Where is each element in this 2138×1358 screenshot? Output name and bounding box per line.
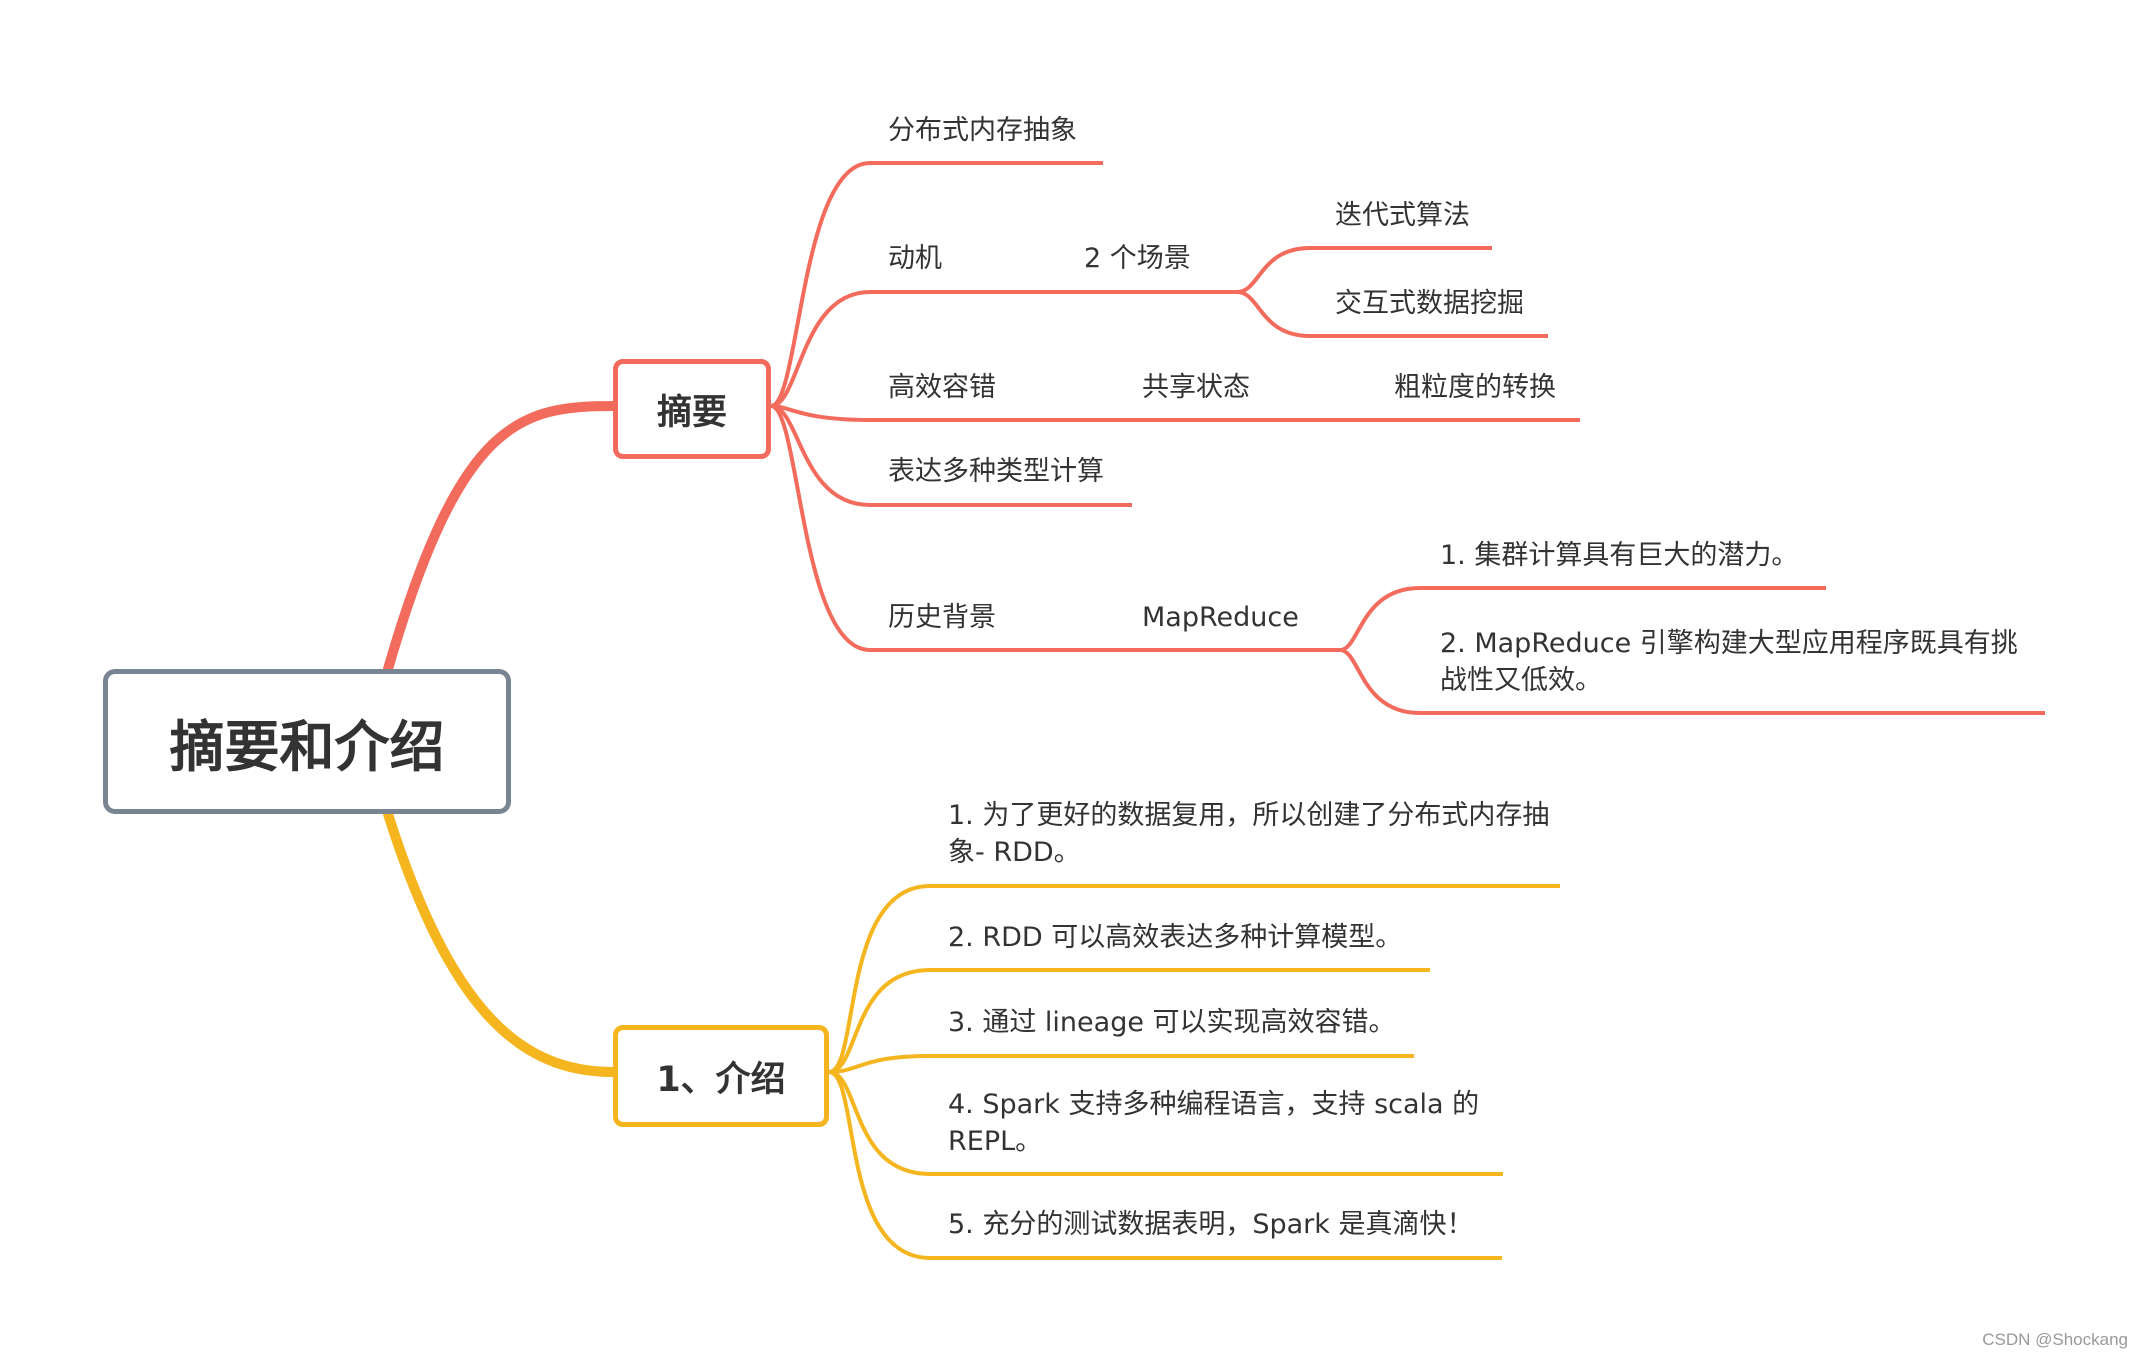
node-expressive[interactable]: 表达多种类型计算 bbox=[888, 456, 1104, 487]
node-interactive[interactable]: 交互式数据挖掘 bbox=[1335, 288, 1524, 319]
node-intro-point3[interactable]: 3. 通过 lineage 可以实现高效容错。 bbox=[948, 1007, 1396, 1038]
node-history[interactable]: 历史背景 bbox=[888, 602, 996, 633]
node-intro-point5[interactable]: 5. 充分的测试数据表明，Spark 是真滴快！ bbox=[948, 1209, 1474, 1240]
link-distributed bbox=[770, 161, 1103, 408]
node-intro-point2[interactable]: 2. RDD 可以高效表达多种计算模型。 bbox=[948, 922, 1403, 953]
link-root-abstract bbox=[383, 401, 618, 674]
node-fault-tolerance[interactable]: 高效容错 bbox=[888, 372, 996, 403]
link-p5 bbox=[828, 1070, 1502, 1260]
link-mr1 bbox=[1339, 586, 1826, 652]
branch-intro-label: 1、介绍 bbox=[656, 1059, 786, 1100]
node-motivation[interactable]: 动机 bbox=[888, 243, 942, 274]
node-scenarios[interactable]: 2 个场景 bbox=[1084, 243, 1191, 274]
node-shared-state[interactable]: 共享状态 bbox=[1142, 372, 1250, 403]
link-motivation bbox=[770, 290, 1237, 408]
node-coarse-grained[interactable]: 粗粒度的转换 bbox=[1394, 372, 1556, 403]
link-mr2 bbox=[1339, 648, 2045, 715]
link-p3 bbox=[828, 1054, 1414, 1074]
branch-abstract-label: 摘要 bbox=[656, 392, 727, 433]
branch-node-intro[interactable]: 1、介绍 bbox=[613, 1025, 829, 1127]
node-intro-point4[interactable]: 4. Spark 支持多种编程语言，支持 scala 的 REPL。 bbox=[948, 1089, 1480, 1157]
link-p2 bbox=[828, 968, 1430, 1074]
link-root-intro bbox=[383, 809, 618, 1077]
node-mapreduce[interactable]: MapReduce bbox=[1142, 602, 1299, 633]
branch-node-abstract[interactable]: 摘要 bbox=[613, 359, 771, 459]
root-label: 摘要和介绍 bbox=[169, 714, 445, 779]
watermark: CSDN @Shockang bbox=[1982, 1330, 2128, 1349]
node-intro-point1[interactable]: 1. 为了更好的数据复用，所以创建了分布式内存抽象- RDD。 bbox=[948, 800, 1550, 868]
node-mr-point1[interactable]: 1. 集群计算具有巨大的潜力。 bbox=[1440, 540, 1799, 571]
link-p1 bbox=[828, 884, 1560, 1074]
link-interactive bbox=[1236, 290, 1548, 338]
link-fault bbox=[770, 404, 1580, 422]
node-iterative[interactable]: 迭代式算法 bbox=[1335, 200, 1470, 231]
root-node[interactable]: 摘要和介绍 bbox=[103, 669, 511, 814]
link-history bbox=[770, 404, 1340, 652]
link-p4 bbox=[828, 1070, 1503, 1176]
node-distributed[interactable]: 分布式内存抽象 bbox=[888, 115, 1077, 146]
link-iterative bbox=[1236, 246, 1492, 294]
node-mr-point2[interactable]: 2. MapReduce 引擎构建大型应用程序既具有挑战性又低效。 bbox=[1440, 628, 2018, 696]
link-expressive bbox=[770, 404, 1132, 507]
